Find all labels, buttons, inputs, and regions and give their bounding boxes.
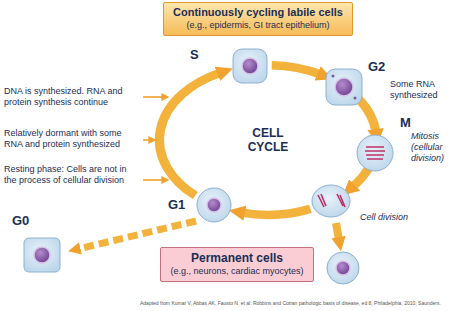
g2-cell [326, 69, 362, 105]
nucleus [336, 261, 350, 275]
center-title: CELL CYCLE [236, 126, 300, 155]
cycle-arrow [272, 65, 321, 74]
g1-cell [197, 188, 231, 222]
cell-body [312, 185, 350, 217]
phase-letter: M [400, 115, 411, 131]
daughter-cell [327, 252, 359, 284]
nucleus [335, 78, 353, 96]
leader-arrow [143, 139, 150, 141]
centriole [354, 97, 357, 100]
anaphase-cell [312, 185, 350, 217]
phase-note: Resting phase: Cells are not in the proc… [4, 164, 140, 186]
cycle-arrow [242, 209, 311, 215]
phase-note: DNA is synthesized. RNA and protein synt… [4, 86, 140, 108]
permanent-cells-box: Permanent cells(e.g., neurons, cardiac m… [160, 247, 314, 282]
cycle-arrow [359, 99, 376, 132]
phase-letter: G1 [168, 197, 185, 213]
box-body: (e.g., neurons, cardiac myocytes) [169, 266, 305, 277]
cell-body [327, 252, 359, 284]
phase-note: Some RNA synthesized [390, 79, 466, 101]
chromosomes [318, 194, 345, 207]
nucleus [242, 58, 258, 74]
phase-note: Cell division [360, 212, 412, 223]
nucleus [34, 247, 50, 263]
cell-body [197, 188, 231, 222]
box-heading: Continuously cycling labile cells [172, 6, 344, 20]
cell-body [24, 238, 60, 272]
cell-body [357, 135, 393, 171]
phase-note: Mitosis (cellular division) [411, 131, 471, 163]
leader-arrow [143, 179, 163, 181]
s-cell [233, 49, 267, 83]
centriole [332, 75, 335, 78]
g0-cell [24, 238, 60, 272]
phase-letter: S [190, 47, 199, 63]
leader-arrow [143, 96, 163, 98]
phase-letter: G2 [368, 59, 385, 75]
source-credit: Adapted from Kumar V, Abbas AK, Fausto N… [140, 300, 441, 306]
chromosomes [365, 147, 385, 159]
cell-body [233, 49, 267, 83]
phase-letter: G0 [12, 213, 29, 229]
box-heading: Permanent cells [169, 251, 305, 266]
g0-dashed-arrow [78, 221, 196, 249]
box-body: (e.g., epidermis, GI tract epithelium) [172, 20, 344, 31]
mitosis-cell [357, 135, 393, 171]
labile-cells-box: Continuously cycling labile cells(e.g., … [163, 2, 353, 36]
nucleus [207, 198, 221, 212]
cycle-arrow [352, 168, 368, 187]
phase-note: Relatively dormant with some RNA and pro… [4, 128, 140, 150]
cycle-arrow [159, 73, 220, 196]
division-arrow [336, 223, 339, 240]
cell-body [326, 69, 362, 105]
